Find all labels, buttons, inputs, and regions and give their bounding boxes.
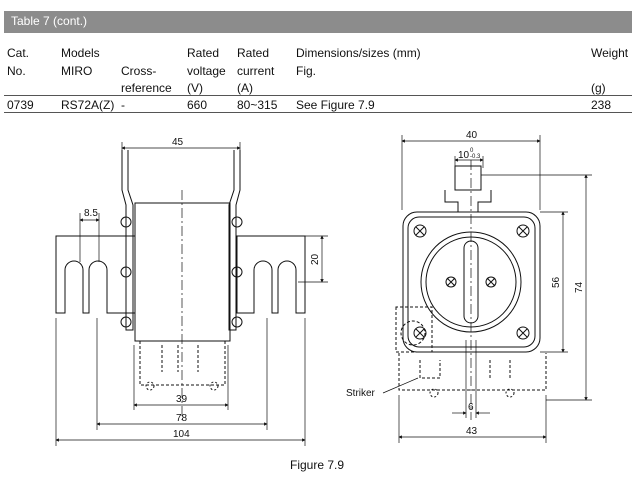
header-divider — [4, 95, 632, 96]
header-miro: MIRO — [61, 64, 93, 78]
row-cross: - — [121, 98, 125, 112]
dim-10-tol-upper: 0 — [470, 148, 474, 154]
side-view-dimensions — [55, 142, 328, 446]
header-weight-unit: (g) — [591, 81, 606, 95]
dim-10: 10 — [458, 150, 470, 161]
dim-20: 20 — [310, 253, 321, 265]
row-current: 80~315 — [237, 98, 278, 112]
dim-8-5: 8.5 — [84, 208, 98, 219]
dim-78: 78 — [176, 413, 188, 424]
header-voltage-line2: voltage — [187, 64, 226, 78]
dim-74: 74 — [574, 281, 585, 293]
header-voltage-line1: Rated — [187, 46, 220, 60]
header-current-unit: (A) — [237, 81, 253, 95]
dim-10-tol-lower: -0.3 — [470, 154, 481, 160]
dim-45: 45 — [172, 137, 184, 148]
header-cat-line1: Cat. — [7, 46, 30, 60]
dim-6: 6 — [468, 402, 474, 413]
header-dims: Dimensions/sizes (mm) — [296, 46, 421, 60]
row-voltage: 660 — [187, 98, 208, 112]
header-current-line1: Rated — [237, 46, 270, 60]
dim-40: 40 — [466, 130, 478, 141]
row-cat: 0739 — [7, 98, 34, 112]
dim-43: 43 — [466, 426, 478, 437]
header-cat-line2: No. — [7, 64, 26, 78]
dim-104: 104 — [173, 429, 190, 440]
side-view — [55, 150, 306, 420]
row-weight: 238 — [591, 98, 612, 112]
striker-label: Striker — [346, 388, 376, 399]
header-cross-line1: Cross- — [121, 64, 157, 78]
fuse-drawing: 45 8.5 20 39 78 104 — [55, 130, 592, 446]
table-title-bar: Table 7 (cont.) — [4, 11, 632, 33]
dim-56: 56 — [551, 276, 562, 288]
dim-39: 39 — [176, 394, 188, 405]
figure-caption: Figure 7.9 — [290, 458, 345, 472]
header-cross-line2: reference — [121, 81, 172, 95]
header-current-line2: current — [237, 64, 275, 78]
header-fig: Fig. — [296, 64, 317, 78]
corner-screws — [413, 224, 530, 340]
table-title: Table 7 (cont.) — [11, 14, 88, 28]
header-voltage-unit: (V) — [187, 81, 203, 95]
row-miro: RS72A(Z) — [61, 98, 115, 112]
header-models: Models — [61, 46, 100, 60]
row-divider — [4, 112, 632, 113]
front-view-dimensions — [382, 135, 592, 443]
front-view — [395, 160, 547, 420]
row-fig: See Figure 7.9 — [296, 98, 375, 112]
header-weight: Weight — [591, 46, 629, 60]
